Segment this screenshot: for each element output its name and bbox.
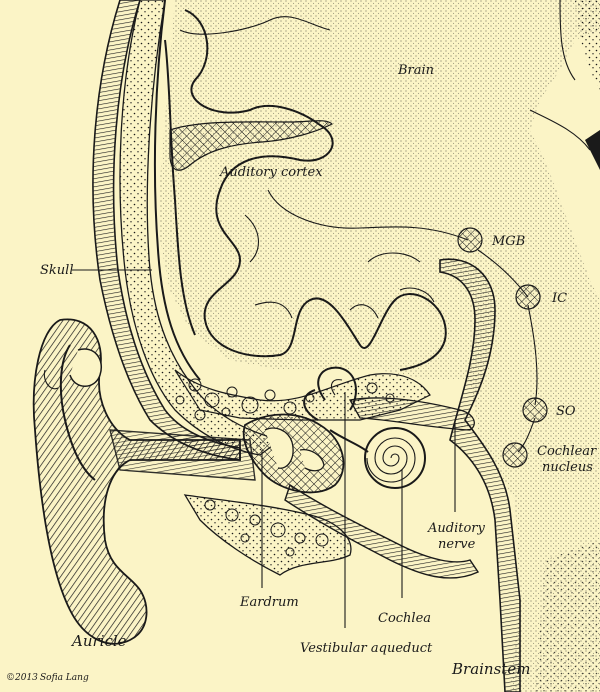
inner-ear — [303, 366, 475, 489]
ic-label: IC — [551, 291, 567, 306]
brain-cortex — [160, 0, 600, 692]
auricle-label: Auricle — [70, 632, 127, 650]
cortex-to-mgb-path — [267, 189, 469, 241]
auditory-nerve-label-line1: Auditory — [427, 521, 486, 536]
artist-signature: Sofia Lang — [40, 673, 89, 683]
auricle — [32, 318, 256, 645]
brain-label: Brain — [397, 63, 434, 78]
so-node — [522, 397, 548, 423]
cochlear-nucleus-label-line1: Cochlear — [537, 444, 597, 459]
skull-label: Skull — [40, 263, 73, 278]
copyright-text: ©2013 — [6, 673, 38, 683]
cochlear-nucleus-label-line2: nucleus — [542, 460, 593, 475]
auditory-pathway — [267, 189, 548, 468]
mgb-label: MGB — [491, 234, 525, 249]
auditory-cortex-label: Auditory cortex — [219, 165, 323, 180]
ic-to-so-path — [527, 304, 538, 406]
leader-lines — [72, 269, 456, 628]
auditory-nerve-label-line2: nerve — [438, 537, 476, 552]
cochlear-nucleus-node — [502, 442, 528, 468]
labels: Brain Auditory cortex MGB IC SO Cochlear… — [6, 63, 597, 683]
brainstem-label: Brainstem — [451, 660, 530, 678]
vestibular-aqueduct-label: Vestibular aqueduct — [300, 641, 433, 656]
middle-ear — [242, 413, 480, 579]
cochlea-label: Cochlea — [378, 611, 431, 626]
so-label: SO — [556, 404, 576, 419]
ic-node — [515, 284, 541, 310]
eardrum-label: Eardrum — [239, 595, 299, 610]
brainstem-tract — [439, 258, 600, 692]
mgb-node — [457, 227, 483, 253]
